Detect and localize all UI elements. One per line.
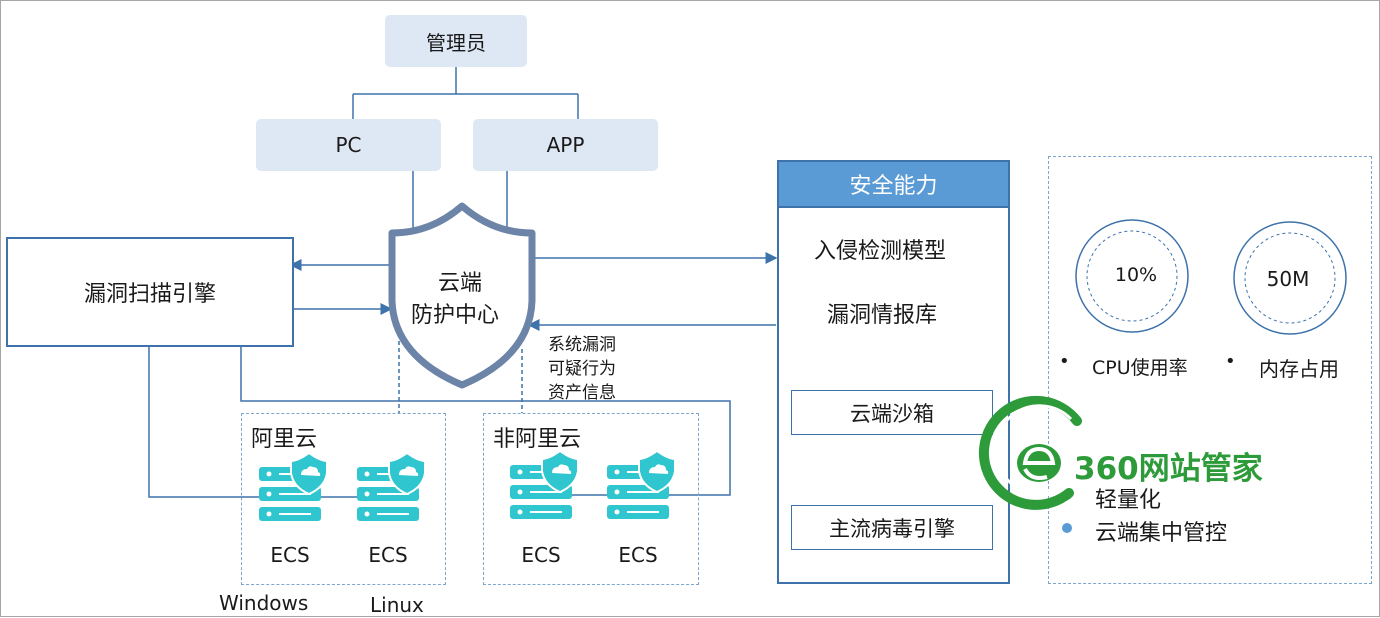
ecs-label-1: ECS bbox=[270, 543, 310, 567]
sandbox-label: 云端沙箱 bbox=[850, 401, 934, 426]
report-line-1: 系统漏洞 bbox=[548, 335, 616, 355]
center-label-2: 防护中心 bbox=[411, 303, 500, 328]
non-aliyun-title: 非阿里云 bbox=[493, 427, 582, 452]
admin-label: 管理员 bbox=[426, 30, 486, 55]
pc-box: PC bbox=[256, 119, 441, 171]
pc-label: PC bbox=[335, 133, 362, 157]
os-label-windows: Windows bbox=[219, 591, 309, 615]
security-header: 安全能力 bbox=[779, 162, 1008, 208]
mem-value: 50M bbox=[1266, 267, 1310, 291]
360-logo-text: 360网站管家 bbox=[1074, 451, 1263, 487]
metrics-panel bbox=[1048, 156, 1372, 584]
app-box: APP bbox=[473, 119, 658, 171]
security-title: 安全能力 bbox=[849, 174, 938, 199]
ecs-label-4: ECS bbox=[618, 543, 658, 567]
scanner-box: 漏洞扫描引擎 bbox=[6, 237, 294, 347]
center-label-1: 云端 bbox=[438, 271, 483, 296]
sandbox-box: 云端沙箱 bbox=[791, 390, 993, 435]
feature-central-control: 云端集中管控 bbox=[1095, 521, 1228, 546]
server-shield-icon bbox=[259, 451, 328, 521]
scanner-label: 漏洞扫描引擎 bbox=[83, 282, 216, 307]
cpu-label: CPU使用率 bbox=[1092, 357, 1188, 379]
cpu-value: 10% bbox=[1114, 264, 1158, 286]
mem-label: 内存占用 bbox=[1259, 357, 1339, 381]
aliyun-group bbox=[241, 413, 446, 585]
ecs-label-2: ECS bbox=[368, 543, 408, 567]
feature-lightweight: 轻量化 bbox=[1095, 488, 1162, 513]
report-line-2: 可疑行为 bbox=[548, 359, 616, 379]
cpu-bullet: • bbox=[1059, 351, 1070, 372]
report-line-3: 资产信息 bbox=[548, 383, 616, 403]
ecs-label-3: ECS bbox=[521, 543, 561, 567]
os-label-linux: Linux bbox=[370, 593, 424, 617]
admin-box: 管理员 bbox=[385, 15, 527, 67]
engine-box: 主流病毒引擎 bbox=[791, 505, 993, 550]
app-label: APP bbox=[546, 133, 585, 157]
security-item-vuln-db: 漏洞情报库 bbox=[827, 303, 938, 328]
aliyun-title: 阿里云 bbox=[251, 427, 318, 452]
engine-label: 主流病毒引擎 bbox=[829, 516, 955, 541]
non-aliyun-group bbox=[483, 413, 699, 585]
mem-bullet: • bbox=[1225, 351, 1236, 372]
security-item-ids: 入侵检测模型 bbox=[814, 239, 947, 264]
